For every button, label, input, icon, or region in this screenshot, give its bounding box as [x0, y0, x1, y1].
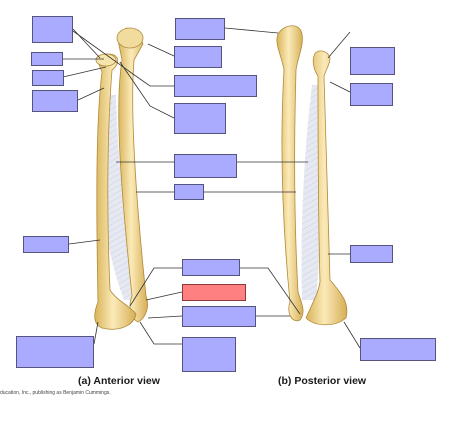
copyright-credit: ducation, Inc., publishing as Benjamin C…: [0, 390, 111, 396]
caption-anterior-view: (a) Anterior view: [78, 375, 160, 387]
label-box-5[interactable]: [175, 18, 225, 40]
label-box-8[interactable]: [174, 103, 226, 134]
label-box-16[interactable]: [182, 306, 256, 327]
label-box-7[interactable]: [174, 75, 257, 97]
label-box-10[interactable]: [174, 184, 204, 200]
leader-lines: [62, 27, 361, 349]
radius-anterior: [94, 53, 137, 330]
label-box-4[interactable]: [32, 90, 78, 112]
label-box-11[interactable]: [23, 236, 69, 253]
label-box-highlighted[interactable]: [182, 284, 246, 301]
label-box-3[interactable]: [32, 70, 64, 86]
ulna-posterior: [276, 25, 304, 322]
radius-posterior: [305, 50, 348, 326]
label-box-19[interactable]: [360, 338, 436, 361]
label-box-15[interactable]: [182, 259, 240, 276]
label-box-9[interactable]: [174, 154, 237, 178]
caption-posterior-view: (b) Posterior view: [278, 375, 367, 387]
label-box-13[interactable]: [350, 83, 393, 106]
label-box-2[interactable]: [31, 52, 63, 66]
olecranon-anterior: [116, 27, 144, 49]
label-box-12[interactable]: [350, 47, 395, 75]
label-box-1[interactable]: [32, 16, 73, 43]
label-box-17[interactable]: [182, 337, 236, 372]
ulna-anterior: [117, 27, 148, 323]
label-box-14[interactable]: [350, 245, 393, 263]
label-box-6[interactable]: [174, 46, 222, 68]
label-box-18[interactable]: [16, 336, 94, 368]
